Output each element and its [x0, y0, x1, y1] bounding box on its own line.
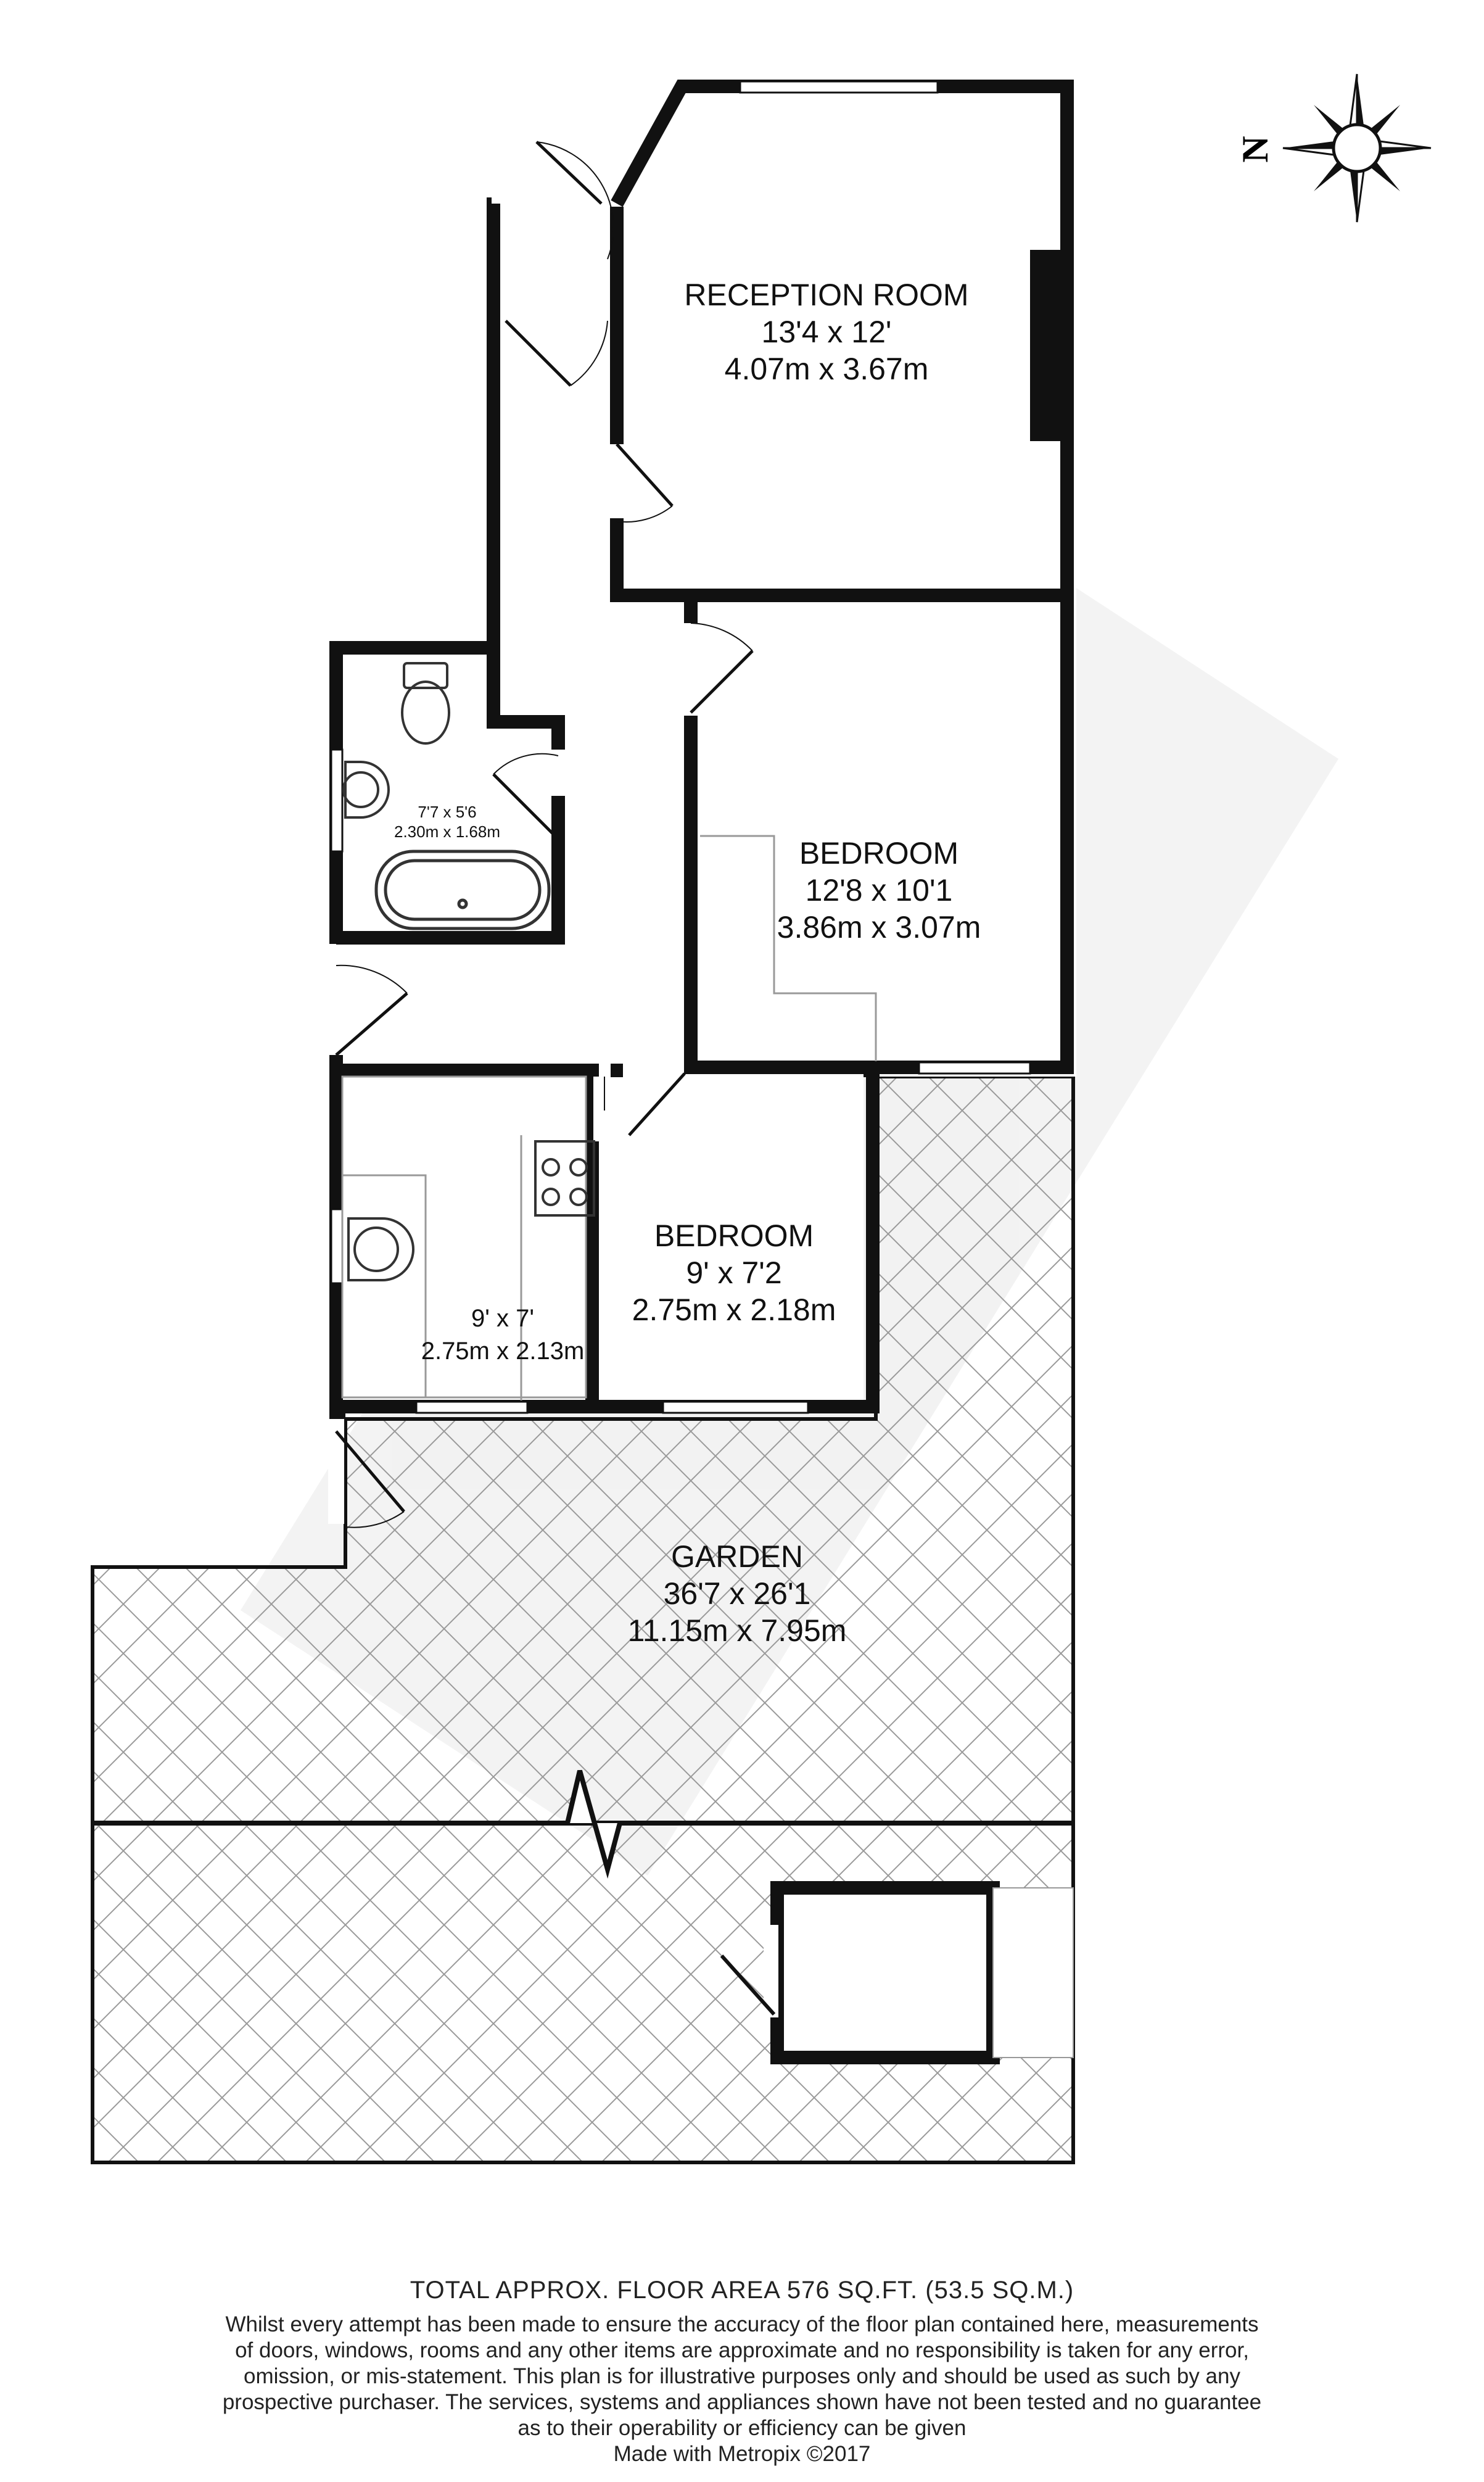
label-bedroom-1: BEDROOM 12'8 x 10'1 3.86m x 3.07m	[777, 836, 981, 945]
label-bedroom-2: BEDROOM 9' x 7'2 2.75m x 2.18m	[632, 1218, 836, 1327]
bathroom-metric: 2.30m x 1.68m	[394, 822, 500, 841]
kitchen-sink-icon	[347, 1217, 414, 1281]
shed	[720, 1881, 1074, 2064]
house-floor	[336, 96, 1076, 1413]
break-line	[565, 1769, 622, 1879]
metropix-credit: Made with Metropix ©2017	[613, 2442, 871, 2466]
bathroom-imperial: 7'7 x 5'6	[418, 803, 476, 821]
windows	[330, 80, 1031, 1414]
disclaimer: Whilst every attempt has been made to en…	[187, 2312, 1297, 2441]
disclaimer-line: of doors, windows, rooms and any other i…	[235, 2338, 1249, 2362]
hob-icon	[534, 1140, 595, 1217]
door-swings	[335, 141, 754, 1528]
compass-rose-icon	[1282, 73, 1432, 223]
basin-icon	[342, 761, 390, 819]
disclaimer-line: Whilst every attempt has been made to en…	[225, 2312, 1259, 2336]
disclaimer-line: omission, or mis-statement. This plan is…	[244, 2364, 1240, 2388]
disclaimer-line: as to their operability or efficiency ca…	[517, 2416, 967, 2440]
kitchen-units	[341, 1075, 587, 1400]
bedroom1-metric: 3.86m x 3.07m	[777, 910, 981, 945]
reception-name: RECEPTION ROOM	[684, 278, 968, 312]
bedroom2-metric: 2.75m x 2.18m	[632, 1293, 836, 1327]
bedroom2-imperial: 9' x 7'2	[686, 1255, 781, 1290]
door-openings	[328, 142, 699, 1524]
garden-imperial: 36'7 x 26'1	[664, 1576, 811, 1611]
kitchen-imperial: 9' x 7'	[471, 1305, 534, 1332]
toilet-icon	[401, 662, 450, 745]
total-floor-area: TOTAL APPROX. FLOOR AREA 576 SQ.FT. (53.…	[410, 2277, 1074, 2304]
garden-metric: 11.15m x 7.95m	[628, 1613, 847, 1648]
reception-metric: 4.07m x 3.67m	[725, 352, 929, 386]
reception-imperial: 13'4 x 12'	[762, 315, 892, 349]
label-kitchen: 9' x 7' 2.75m x 2.13m	[421, 1305, 585, 1365]
shed-door	[720, 1954, 776, 2016]
compass-north-label: N	[1235, 136, 1276, 162]
bedroom1-imperial: 12'8 x 10'1	[806, 873, 953, 908]
wardrobe-outline	[700, 835, 877, 1061]
kitchen-metric: 2.75m x 2.13m	[421, 1338, 585, 1365]
footer: TOTAL APPROX. FLOOR AREA 576 SQ.FT. (53.…	[0, 2277, 1484, 2467]
label-reception-room: RECEPTION ROOM 13'4 x 12' 4.07m x 3.67m	[684, 278, 968, 386]
bedroom2-name: BEDROOM	[654, 1218, 814, 1253]
label-garden: GARDEN 36'7 x 26'1 11.15m x 7.95m	[628, 1539, 847, 1648]
label-bathroom: 7'7 x 5'6 2.30m x 1.68m	[394, 803, 500, 841]
disclaimer-line: prospective purchaser. The services, sys…	[222, 2390, 1262, 2414]
garden-name: GARDEN	[671, 1539, 803, 1574]
bedroom1-name: BEDROOM	[799, 836, 958, 871]
bathtub-icon	[374, 850, 551, 930]
chimney-breast	[1030, 250, 1067, 441]
